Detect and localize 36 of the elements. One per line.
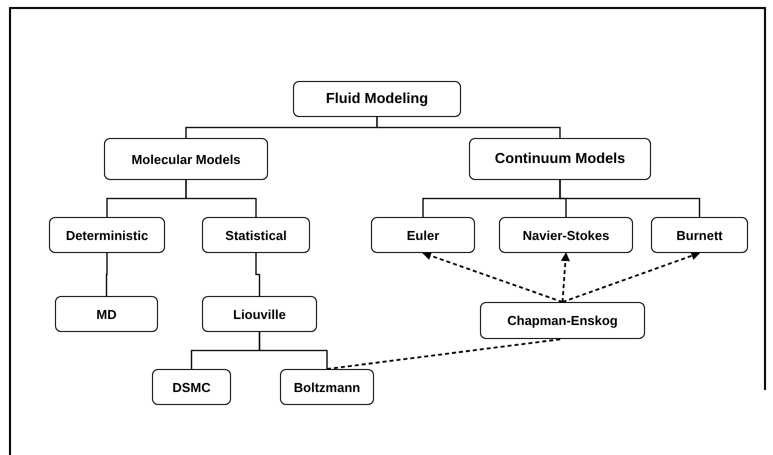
box-label: MD	[96, 306, 117, 322]
box-label: DSMC	[172, 380, 211, 394]
process-box	[651, 217, 748, 253]
process-box	[49, 217, 165, 253]
connector-line	[106, 253, 108, 296]
process-box	[280, 369, 374, 405]
box-label: Navier-Stokes	[522, 228, 610, 242]
box-label: Continuum Models	[494, 151, 626, 167]
process-box	[499, 217, 633, 253]
process-box	[202, 296, 317, 332]
box-label: Boltzmann	[294, 380, 360, 394]
box-label: Burnett	[676, 228, 723, 242]
connector-line	[376, 117, 561, 138]
connector-line	[258, 332, 328, 369]
arrow	[560, 252, 570, 302]
process-box	[480, 302, 645, 339]
process-box	[152, 369, 231, 405]
process-box	[371, 217, 475, 253]
connector-line	[185, 180, 257, 217]
process-box	[202, 217, 310, 253]
arrow	[562, 252, 700, 303]
process-box	[469, 138, 651, 180]
connector-line	[255, 253, 260, 296]
connector-line	[559, 180, 700, 217]
box-label: Fluid Modeling	[326, 91, 428, 107]
arrow	[422, 251, 563, 303]
box-label: Deterministic	[66, 228, 148, 242]
process-box	[293, 81, 461, 117]
connector-line	[326, 338, 563, 370]
process-box	[104, 138, 268, 180]
process-box	[55, 296, 158, 332]
box-label: Euler	[406, 228, 440, 242]
box-label: Chapman-Enskog	[507, 313, 618, 328]
box-label: Liouville	[233, 306, 286, 322]
box-label: Molecular Models	[131, 152, 241, 166]
box-label: Statistical	[225, 228, 287, 242]
